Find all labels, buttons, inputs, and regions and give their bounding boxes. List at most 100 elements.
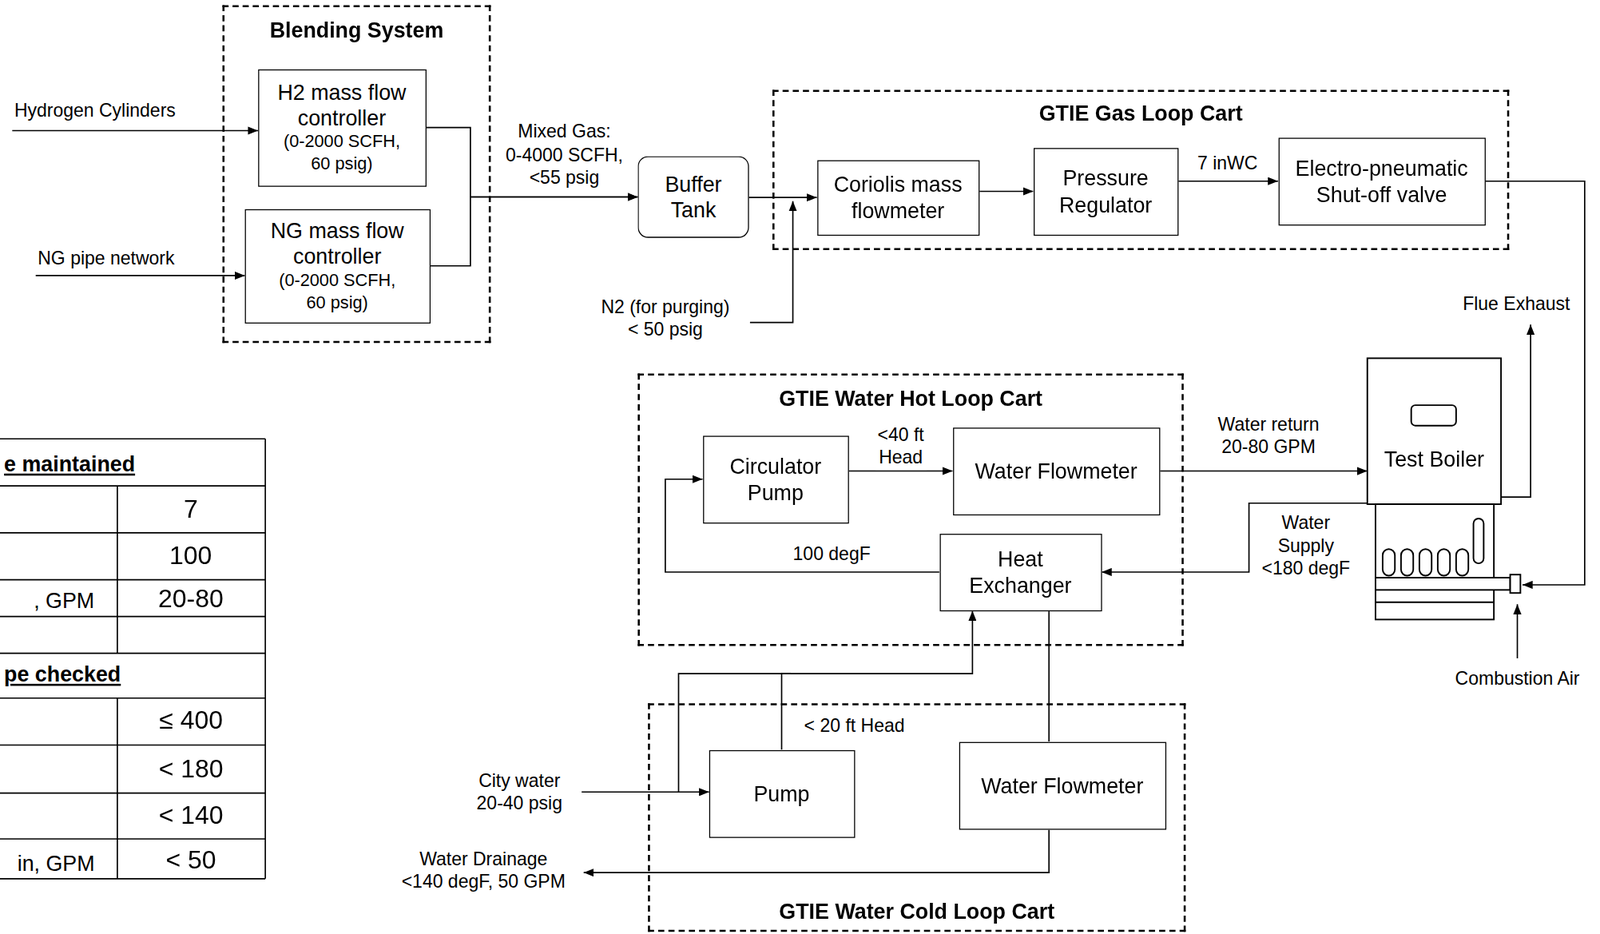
flow-connector	[782, 611, 973, 751]
process-box: H2 mass flow controller(0-2000 SCFH, 60 …	[258, 68, 427, 187]
annotation-label: Hydrogen Cylinders	[11, 98, 178, 122]
process-box: Circulator Pump	[702, 435, 850, 524]
table-cell: < 50	[163, 845, 219, 874]
flow-connector	[1159, 470, 1368, 473]
edge-label: 100 degF	[790, 542, 873, 566]
edge-label: Water Supply <180 degF	[1259, 511, 1353, 580]
text-line: Circulator	[729, 453, 822, 480]
text-line: N2 (for purging)	[600, 295, 730, 319]
edge-label: < 20 ft Head	[801, 714, 907, 738]
supply-arrow	[35, 274, 246, 277]
node-label: Coriolis mass flowmeter	[833, 171, 963, 223]
annotation-label: Water Drainage <140 degF, 50 GPM	[399, 847, 568, 894]
text-line: < 50 psig	[600, 318, 730, 342]
text-line: <180 degF	[1262, 556, 1351, 580]
text-line: H2 mass flow	[277, 79, 406, 105]
text-line: Head	[877, 445, 925, 469]
text-line: City water	[476, 769, 563, 793]
flow-connector	[848, 470, 953, 473]
supply-arrow	[11, 130, 259, 132]
process-box: Water Flowmeter	[958, 741, 1166, 830]
boiler-base	[1375, 504, 1494, 620]
group-title: GTIE Gas Loop Cart	[774, 99, 1508, 126]
flow-connector	[429, 197, 638, 267]
table-cell: < 180	[156, 754, 226, 783]
edge-label: Water return 20-80 GPM	[1215, 412, 1322, 459]
flue-arrow	[1500, 324, 1531, 497]
flow-connector	[1178, 180, 1279, 183]
text-line: Water return	[1218, 412, 1320, 437]
text-line: NG mass flow	[270, 217, 405, 243]
process-box: Pump	[708, 749, 855, 838]
flow-connector	[979, 190, 1034, 193]
group-title: GTIE Water Cold Loop Cart	[650, 897, 1184, 924]
annotation-label: Flue Exhaust	[1461, 292, 1573, 316]
text-line: Mixed Gas:	[505, 120, 624, 144]
text-line: Shut-off valve	[1295, 181, 1469, 207]
table-cell: , GPM	[31, 587, 97, 612]
node-label: Water Flowmeter	[975, 457, 1138, 484]
text-line: Tank	[664, 197, 722, 223]
text-line: Pump	[729, 479, 822, 505]
text-line: <40 ft	[877, 422, 925, 446]
text-line: 60 psig)	[283, 153, 401, 176]
text-line: Coriolis mass	[833, 171, 963, 198]
burner-tube	[1456, 548, 1469, 576]
table-cell: < 140	[156, 801, 226, 830]
text-line: 20-80 GPM	[1218, 435, 1320, 459]
node-label: Pressure Regulator	[1059, 165, 1152, 217]
text-line: Supply	[1262, 534, 1351, 558]
text-line: Water	[1262, 511, 1351, 535]
burner-manifold	[1375, 577, 1511, 590]
text-line: controller	[270, 243, 405, 270]
text-line: <55 psig	[505, 166, 624, 190]
process-box: NG mass flow controller(0-2000 SCFH, 60 …	[244, 208, 430, 323]
group-region: GTIE Water Hot Loop CartCirculator PumpW…	[637, 373, 1184, 647]
text-line: Exchanger	[968, 571, 1072, 598]
purge-arrow	[750, 201, 794, 323]
burner-tube	[1437, 548, 1450, 576]
text-line: (0-2000 SCFH,	[283, 131, 401, 154]
air-arrow	[1516, 603, 1519, 659]
node-label: Circulator Pump	[729, 453, 822, 505]
tank-box: Buffer Tank	[637, 155, 749, 238]
annotation-label: N2 (for purging) < 50 psig	[599, 295, 732, 342]
text-line: (0-2000 SCFH,	[278, 269, 396, 292]
table-header: e maintained	[2, 451, 138, 479]
process-box: Pressure Regulator	[1032, 147, 1178, 236]
text-line: 0-4000 SCFH,	[505, 142, 624, 167]
table-cell: 100	[166, 541, 214, 570]
text-line: Heat	[968, 546, 1072, 572]
burner-tube	[1401, 548, 1414, 576]
process-box: Electro-pneumatic Shut-off valve	[1278, 137, 1485, 226]
text-line: controller	[277, 104, 406, 131]
node-label: Pump	[753, 780, 810, 806]
boiler-body	[1367, 357, 1501, 505]
node-label: Electro-pneumatic Shut-off valve	[1295, 155, 1469, 207]
node-sublabel: (0-2000 SCFH, 60 psig)	[283, 131, 401, 176]
annotation-label: Combustion Air	[1453, 666, 1582, 691]
text-line: Electro-pneumatic	[1295, 155, 1469, 182]
text-line: Water Drainage	[401, 847, 566, 871]
flow-connector	[1484, 181, 1585, 585]
text-line: Pressure	[1059, 165, 1152, 191]
node-label: Water Flowmeter	[980, 772, 1144, 799]
node-label: NG mass flow controller	[270, 217, 405, 269]
process-box: Water Flowmeter	[952, 427, 1160, 516]
city-water-arrow	[581, 790, 710, 793]
process-box: Heat Exchanger	[939, 532, 1102, 611]
table-cell: in, GPM	[15, 850, 97, 875]
edge-label: <40 ft Head	[875, 422, 926, 469]
process-box: Coriolis mass flowmeter	[817, 159, 980, 236]
burner-tube	[1419, 548, 1432, 576]
table-header: pe checked	[2, 661, 124, 689]
table-cell: ≤ 400	[157, 706, 226, 735]
group-region: Blending SystemH2 mass flow controller(0…	[222, 4, 491, 343]
edge-label: Mixed Gas: 0-4000 SCFH, <55 psig	[503, 120, 625, 190]
text-line: flowmeter	[833, 197, 963, 223]
node-label: Test Boiler	[1384, 445, 1485, 472]
flow-connector	[749, 196, 818, 199]
group-region: GTIE Gas Loop CartCoriolis mass flowmete…	[772, 89, 1509, 251]
text-line: <140 degF, 50 GPM	[401, 870, 566, 894]
annotation-label: City water 20-40 psig	[474, 769, 564, 815]
